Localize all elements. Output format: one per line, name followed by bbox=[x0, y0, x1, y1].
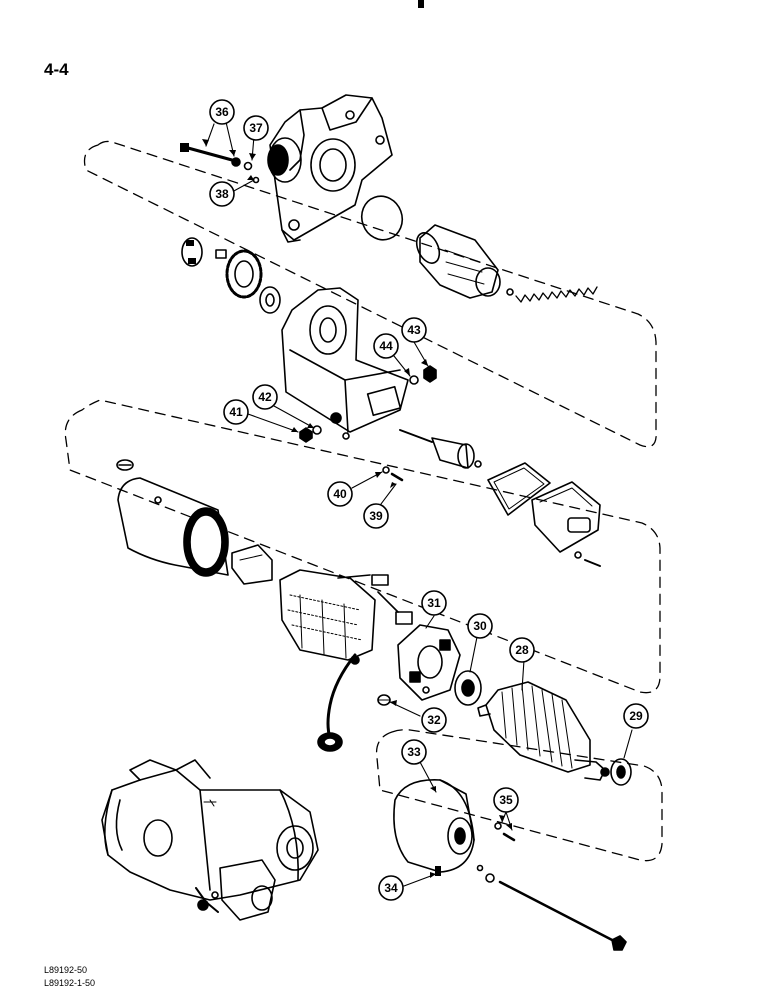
callout-circle bbox=[509, 637, 535, 663]
callout-44: 44 bbox=[373, 333, 399, 359]
through-bolt-upper bbox=[180, 143, 260, 184]
callout-circle bbox=[467, 613, 493, 639]
callout-38: 38 bbox=[209, 181, 235, 207]
callout-label: 39 bbox=[369, 509, 383, 523]
group-outline-middle bbox=[64, 399, 661, 694]
callout-label: 37 bbox=[249, 121, 263, 135]
callout-label: 28 bbox=[515, 643, 529, 657]
callout-37: 37 bbox=[243, 115, 269, 141]
callout-circle bbox=[223, 399, 249, 425]
callout-label: 30 bbox=[473, 619, 487, 633]
bearing-29 bbox=[610, 758, 632, 786]
callout-circle bbox=[421, 707, 447, 733]
callout-label: 29 bbox=[629, 709, 643, 723]
callout-28: 28 bbox=[509, 637, 535, 663]
armature bbox=[477, 681, 610, 781]
callout-circle bbox=[209, 181, 235, 207]
callout-label: 36 bbox=[215, 105, 229, 119]
callout-label: 40 bbox=[333, 487, 347, 501]
callout-circle bbox=[623, 703, 649, 729]
callout-34: 34 bbox=[378, 875, 404, 901]
callout-36: 36 bbox=[209, 99, 235, 125]
commutator-end-frame bbox=[393, 779, 475, 876]
callout-label: 34 bbox=[384, 881, 398, 895]
drawing-code-1: L89192-50 bbox=[44, 965, 88, 975]
assembled-starter bbox=[101, 759, 319, 921]
yoke-frame bbox=[117, 477, 229, 577]
callout-33: 33 bbox=[401, 739, 427, 765]
callout-circle bbox=[421, 590, 447, 616]
callout-circle bbox=[209, 99, 235, 125]
pinion-clutch bbox=[415, 224, 514, 299]
callout-layer: 36 37 38 43 44 42 41 40 39 31 30 28 29 32 33 35 34 bbox=[209, 99, 649, 901]
callout-42: 42 bbox=[252, 384, 278, 410]
callout-label: 38 bbox=[215, 187, 229, 201]
callout-circle bbox=[327, 481, 353, 507]
field-coil bbox=[279, 569, 413, 661]
callout-circle bbox=[401, 739, 427, 765]
callout-label: 35 bbox=[499, 793, 513, 807]
group-outline-upper bbox=[83, 140, 657, 448]
callout-label: 41 bbox=[229, 405, 243, 419]
callout-29: 29 bbox=[623, 703, 649, 729]
pole-shoe bbox=[231, 544, 273, 585]
brush-spring bbox=[377, 694, 391, 706]
lever-housing bbox=[281, 287, 409, 440]
callout-label: 33 bbox=[407, 745, 421, 759]
brush-holder bbox=[397, 624, 461, 701]
pinion-spring bbox=[515, 286, 598, 303]
solenoid-gasket bbox=[487, 462, 551, 516]
through-bolt-lower bbox=[476, 864, 627, 951]
screws-35 bbox=[494, 822, 516, 842]
callout-label: 43 bbox=[407, 323, 421, 337]
solenoid-cover bbox=[531, 481, 601, 567]
callout-label: 31 bbox=[427, 596, 441, 610]
o-ring bbox=[360, 195, 404, 241]
callout-30: 30 bbox=[467, 613, 493, 639]
callout-label: 42 bbox=[258, 390, 272, 404]
solenoid-plunger bbox=[399, 429, 482, 469]
top-edge-mark bbox=[418, 0, 424, 8]
callout-circle bbox=[378, 875, 404, 901]
callout-label: 44 bbox=[379, 339, 393, 353]
bearing-30 bbox=[454, 670, 482, 706]
screws-39-40 bbox=[382, 466, 404, 482]
leader-arrowheads bbox=[202, 139, 512, 878]
callout-label: 32 bbox=[427, 713, 441, 727]
field-lead bbox=[317, 653, 360, 752]
callout-circle bbox=[243, 115, 269, 141]
callout-35: 35 bbox=[493, 787, 519, 813]
page-number: 4-4 bbox=[44, 60, 69, 79]
terminal-hardware bbox=[299, 365, 437, 443]
drive-end-housing bbox=[267, 94, 393, 243]
drawing-code-2: L89192-1-50 bbox=[44, 978, 96, 988]
callout-40: 40 bbox=[327, 481, 353, 507]
callout-circle bbox=[493, 787, 519, 813]
frame-screw bbox=[116, 459, 134, 471]
callout-circle bbox=[401, 317, 427, 343]
group-outline-lower bbox=[375, 729, 663, 862]
callout-circle bbox=[373, 333, 399, 359]
callout-circle bbox=[252, 384, 278, 410]
callout-43: 43 bbox=[401, 317, 427, 343]
callout-41: 41 bbox=[223, 399, 249, 425]
callout-39: 39 bbox=[363, 503, 389, 529]
callout-circle bbox=[363, 503, 389, 529]
callout-32: 32 bbox=[421, 707, 447, 733]
reduction-gear bbox=[181, 237, 281, 314]
drawing-codes: L89192-50 L89192-1-50 bbox=[44, 964, 95, 990]
callout-31: 31 bbox=[421, 590, 447, 616]
